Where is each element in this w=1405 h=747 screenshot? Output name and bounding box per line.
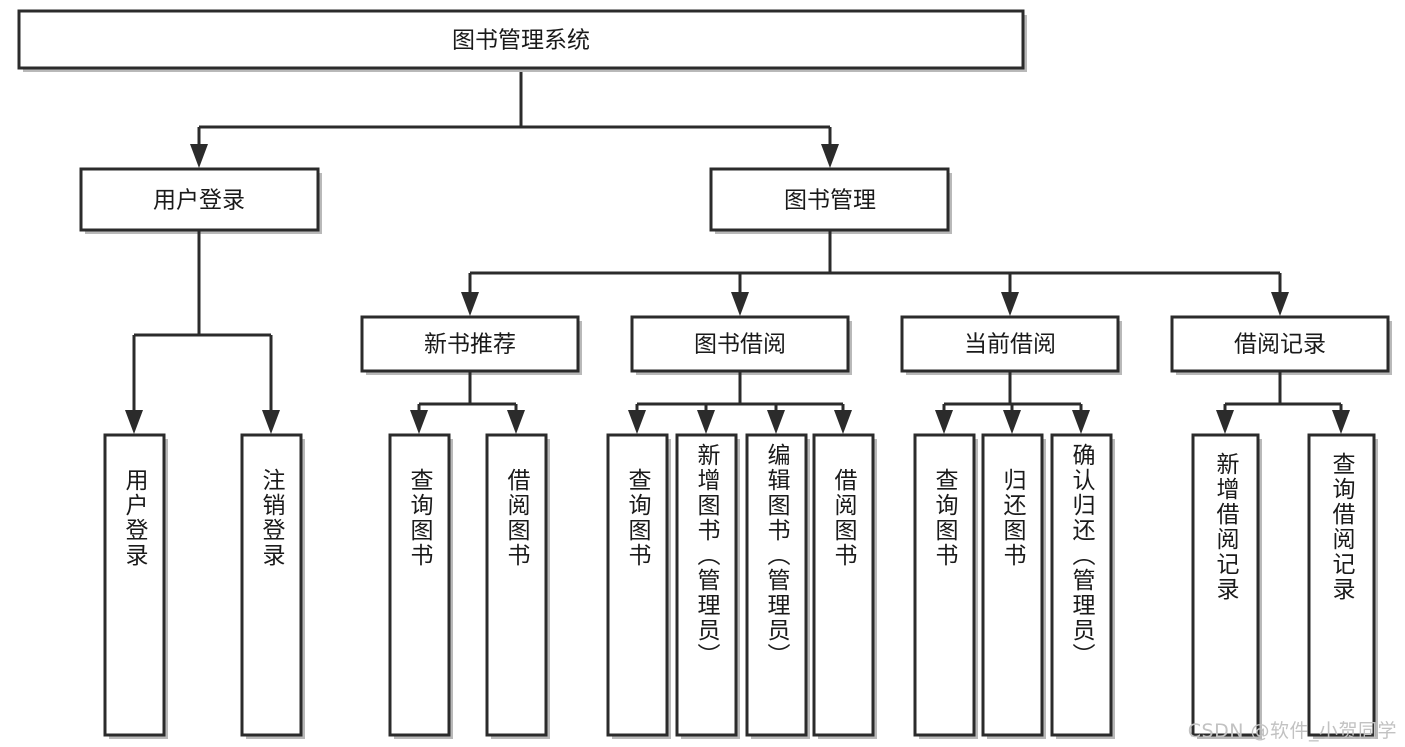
arrow-head-leaf-query-record (1332, 410, 1350, 434)
arrow-head-leaf-confirm-return (1072, 410, 1090, 434)
book-borrow-label: 图书借阅 (694, 332, 786, 358)
leaf-query-book-2-box (606, 433, 669, 737)
arrow-head-leaf-query-book-2 (628, 410, 646, 434)
leaf-add-book-box (675, 433, 738, 737)
borrow-record-label: 借阅记录 (1234, 332, 1326, 358)
node-user-login[interactable]: 用户登录 (79, 167, 322, 234)
leaf-borrow-book-1-box (485, 433, 548, 737)
new-book-rec-label: 新书推荐 (424, 332, 516, 358)
node-new-book-rec[interactable]: 新书推荐 (360, 315, 582, 375)
leaf-borrow-book-1-label: 借阅图书 (503, 468, 531, 568)
leaf-query-record-label: 查询借阅记录 (1328, 452, 1356, 602)
connector-borrow-record-to-leaves (1216, 372, 1350, 434)
connector-user-login-to-leaves (125, 231, 280, 434)
leaf-query-book-1[interactable]: 查询图书 (388, 433, 453, 739)
user-login-label: 用户登录 (153, 188, 245, 214)
book-manage-label: 图书管理 (784, 188, 876, 214)
leaf-borrow-book-2-label: 借阅图书 (830, 468, 858, 568)
leaf-user-login-box (103, 433, 166, 737)
arrow-head-leaf-add-book (697, 410, 715, 434)
connector-book-borrow-to-leaves (628, 372, 852, 434)
leaf-query-record-box (1307, 433, 1376, 737)
node-root[interactable]: 图书管理系统 (17, 9, 1027, 72)
leaf-query-record[interactable]: 查询借阅记录 (1307, 433, 1378, 739)
node-book-borrow[interactable]: 图书借阅 (630, 315, 852, 375)
arrow-head-leaf-borrow-book-2 (834, 410, 852, 434)
arrow-head-leaf-edit-book (767, 410, 785, 434)
arrow-head-borrow-record (1271, 292, 1289, 316)
arrow-head-leaf-user-login (125, 410, 143, 434)
arrow-head-book-borrow (731, 292, 749, 316)
csdn-watermark: CSDN @软件_小贺同学 (1187, 720, 1397, 742)
leaf-query-book-3-box (913, 433, 976, 737)
arrow-head-current-borrow (1001, 292, 1019, 316)
user-login-box (79, 167, 320, 232)
leaf-edit-book[interactable]: 编辑图书（管理员） (745, 433, 810, 739)
arrow-head-leaf-query-book-3 (935, 410, 953, 434)
leaf-borrow-book-1[interactable]: 借阅图书 (485, 433, 550, 739)
arrow-head-leaf-return-book (1003, 410, 1021, 434)
leaf-edit-book-label: 编辑图书（管理员） (763, 443, 791, 668)
leaf-query-book-3[interactable]: 查询图书 (913, 433, 978, 739)
leaf-query-book-2-label: 查询图书 (624, 468, 652, 568)
current-borrow-label: 当前借阅 (964, 332, 1056, 358)
leaf-confirm-return-label: 确认归还（管理员） (1068, 443, 1096, 668)
leaf-return-book-label: 归还图书 (999, 468, 1027, 568)
leaf-user-login-label: 用户登录 (121, 468, 149, 568)
leaf-add-record-box (1191, 433, 1260, 737)
leaf-return-book-box (981, 433, 1044, 737)
book-manage-box (709, 167, 950, 232)
borrow-record-box (1170, 315, 1390, 373)
arrow-head-user-login (190, 144, 208, 168)
leaf-logout[interactable]: 注销登录 (240, 433, 305, 739)
leaf-edit-book-box (745, 433, 808, 737)
leaf-user-login[interactable]: 用户登录 (103, 433, 168, 739)
root-label: 图书管理系统 (452, 28, 590, 54)
arrow-head-new-book-rec (461, 292, 479, 316)
arrow-head-leaf-add-record (1216, 410, 1234, 434)
node-borrow-record[interactable]: 借阅记录 (1170, 315, 1392, 375)
connector-new-book-rec-to-leaves (410, 372, 525, 434)
arrow-head-leaf-query-book-1 (410, 410, 428, 434)
leaf-query-book-1-box (388, 433, 451, 737)
node-current-borrow[interactable]: 当前借阅 (900, 315, 1122, 375)
leaf-query-book-2[interactable]: 查询图书 (606, 433, 671, 739)
arrow-head-leaf-borrow-book-1 (507, 410, 525, 434)
leaf-logout-box (240, 433, 303, 737)
arrow-head-book-manage (821, 144, 839, 168)
leaf-borrow-book-2-box (812, 433, 875, 737)
leaf-add-record[interactable]: 新增借阅记录 (1191, 433, 1262, 739)
leaf-query-book-3-label: 查询图书 (931, 468, 959, 568)
connector-current-borrow-to-leaves (935, 372, 1090, 434)
new-book-rec-box (360, 315, 580, 373)
connector-book-manage-to-level3 (461, 231, 1289, 316)
leaf-borrow-book-2[interactable]: 借阅图书 (812, 433, 877, 739)
leaf-query-book-1-label: 查询图书 (406, 468, 434, 568)
connector-root-to-level2 (190, 69, 839, 168)
leaf-confirm-return[interactable]: 确认归还（管理员） (1050, 433, 1115, 739)
book-borrow-box (630, 315, 850, 373)
leaf-logout-label: 注销登录 (258, 468, 286, 568)
leaf-add-book[interactable]: 新增图书（管理员） (675, 433, 740, 739)
leaf-return-book[interactable]: 归还图书 (981, 433, 1046, 739)
current-borrow-box (900, 315, 1120, 373)
leaf-confirm-return-box (1050, 433, 1113, 737)
arrow-head-leaf-logout (262, 410, 280, 434)
root-box (17, 9, 1025, 70)
leaf-add-record-label: 新增借阅记录 (1212, 452, 1240, 602)
leaf-add-book-label: 新增图书（管理员） (693, 443, 721, 668)
node-book-manage[interactable]: 图书管理 (709, 167, 952, 234)
